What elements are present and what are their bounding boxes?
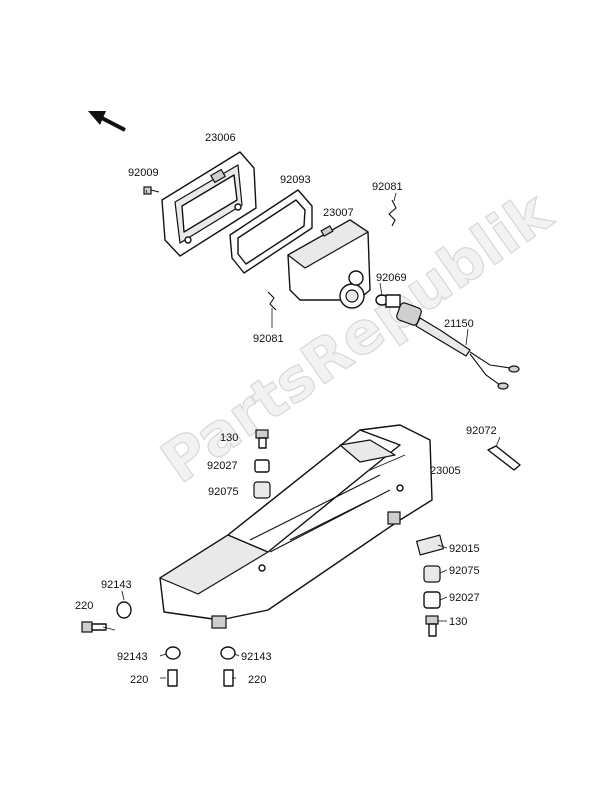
washer-92143-left[interactable] [116, 601, 132, 619]
label-92075-left: 92075 [208, 486, 239, 498]
bolt-130-top[interactable] [255, 429, 269, 449]
label-130-top: 130 [220, 432, 238, 444]
gasket-92093[interactable] [229, 189, 313, 274]
screw-92009[interactable] [143, 186, 160, 195]
nut-92015[interactable] [415, 534, 445, 556]
bolt-130-right[interactable] [425, 615, 439, 637]
headlight-housing-23007[interactable] [287, 219, 371, 309]
label-220-bottom-left: 220 [130, 674, 148, 686]
headlight-bracket-23005[interactable] [159, 424, 433, 629]
label-92093: 92093 [280, 174, 311, 186]
label-130-right: 130 [449, 616, 467, 628]
label-23006: 23006 [205, 132, 236, 144]
label-220-bottom-right: 220 [248, 674, 266, 686]
label-92143-bottom-right: 92143 [241, 651, 272, 663]
label-92027-top: 92027 [207, 460, 238, 472]
bolt-220-bottom-left[interactable] [167, 669, 178, 687]
wire-harness-21150[interactable] [415, 317, 520, 390]
collar-92027-top[interactable] [254, 459, 270, 473]
bolt-220-bottom-right[interactable] [223, 669, 234, 687]
collar-92027-right[interactable] [423, 591, 441, 609]
washer-92143-bottom-left[interactable] [165, 646, 181, 660]
headlight-rim-23006[interactable] [161, 151, 257, 257]
leader-lines [102, 189, 501, 679]
label-92009: 92009 [128, 167, 159, 179]
damper-92075-left[interactable] [253, 481, 271, 499]
damper-92075-right[interactable] [423, 565, 441, 583]
label-92143-bottom-left: 92143 [117, 651, 148, 663]
bolt-220-left[interactable] [81, 621, 107, 633]
label-23007: 23007 [323, 207, 354, 219]
bulb-socket-92069[interactable] [375, 294, 422, 326]
label-92075-right: 92075 [449, 565, 480, 577]
label-92027-right: 92027 [449, 592, 480, 604]
label-92069: 92069 [376, 272, 407, 284]
clip-92081-top[interactable] [388, 199, 397, 227]
front-direction-arrow [88, 111, 126, 132]
washer-92143-bottom-right[interactable] [220, 646, 236, 660]
clip-92081-bottom[interactable] [267, 291, 277, 311]
label-21150: 21150 [444, 318, 474, 330]
label-92143-left: 92143 [101, 579, 132, 591]
label-220-left: 220 [75, 600, 93, 612]
label-23005: 23005 [430, 465, 461, 477]
label-92072: 92072 [466, 425, 497, 437]
label-92081-bottom: 92081 [253, 333, 284, 345]
band-92072[interactable] [487, 445, 521, 471]
label-92015: 92015 [449, 543, 480, 555]
label-92081-top: 92081 [372, 181, 403, 193]
